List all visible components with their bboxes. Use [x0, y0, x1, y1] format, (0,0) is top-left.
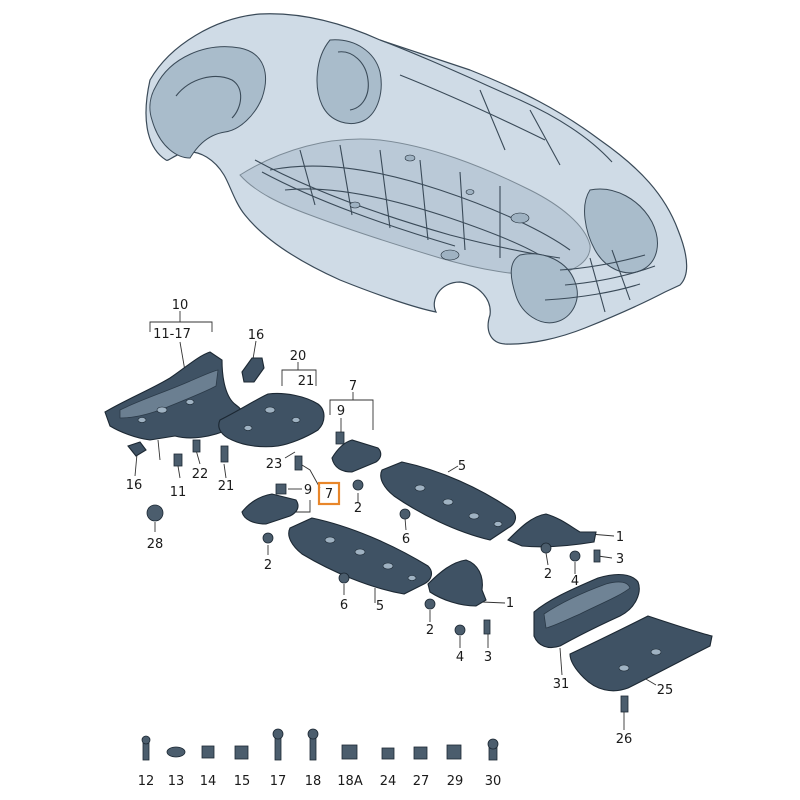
fastener-27-icon[interactable]: [413, 746, 428, 760]
callout-2-a[interactable]: 2: [264, 558, 272, 573]
fastener-15-icon[interactable]: [234, 745, 249, 760]
fastener-13-icon[interactable]: [166, 746, 186, 758]
callout-6-a[interactable]: 6: [402, 532, 410, 547]
engine-undertray-10[interactable]: [104, 351, 244, 441]
fastener-label-27[interactable]: 27: [413, 774, 430, 789]
fastener-label-13[interactable]: 13: [168, 774, 185, 789]
callout-2-c[interactable]: 2: [544, 567, 552, 582]
callout-25[interactable]: 25: [657, 683, 674, 698]
fastener-18a-icon[interactable]: [341, 744, 358, 760]
fastener-row: [141, 728, 499, 761]
callout-6-b[interactable]: 6: [340, 598, 348, 613]
callout-7-lower-highlighted[interactable]: 7: [325, 487, 333, 502]
car-body-underside: [145, 13, 688, 345]
fastener-row-labels: 12 13 14 15 17 18 18A 24 27 29 30: [138, 774, 502, 789]
fastener-label-12[interactable]: 12: [138, 774, 155, 789]
fastener-label-18a[interactable]: 18A: [337, 774, 363, 789]
undertray-20[interactable]: [218, 392, 325, 448]
callout-11-17[interactable]: 11-17: [153, 327, 191, 342]
fastener-label-15[interactable]: 15: [234, 774, 251, 789]
fastener-label-18[interactable]: 18: [305, 774, 322, 789]
bracket-7-upper[interactable]: [331, 431, 382, 473]
callout-21-upper[interactable]: 21: [298, 374, 315, 389]
callout-3-b[interactable]: 3: [484, 650, 492, 665]
fastener-29-icon[interactable]: [446, 744, 462, 760]
callout-7-upper[interactable]: 7: [349, 379, 357, 394]
fastener-label-17[interactable]: 17: [270, 774, 287, 789]
fastener-label-30[interactable]: 30: [485, 774, 502, 789]
callout-20[interactable]: 20: [290, 349, 307, 364]
callout-9-lower[interactable]: 9: [304, 483, 312, 498]
callout-5-lower[interactable]: 5: [376, 599, 384, 614]
callout-labels: 10 11-17 16 20 21 7 9 23 16 11 22 21 28 …: [126, 298, 674, 747]
callout-10[interactable]: 10: [172, 298, 189, 313]
fastener-24-icon[interactable]: [381, 747, 395, 760]
callout-28[interactable]: 28: [147, 537, 164, 552]
callout-16-upper[interactable]: 16: [248, 328, 265, 343]
callout-2-d[interactable]: 2: [426, 623, 434, 638]
rear-undertray-25[interactable]: [569, 615, 713, 692]
deflector-1-upper[interactable]: [507, 513, 597, 548]
bracket-7-lower[interactable]: [241, 483, 299, 525]
bracket-16-upper[interactable]: [241, 357, 265, 383]
underbody-panel-5-lower[interactable]: [288, 517, 433, 595]
callout-1-lower[interactable]: 1: [506, 596, 514, 611]
callout-4-b[interactable]: 4: [456, 650, 464, 665]
fastener-label-29[interactable]: 29: [447, 774, 464, 789]
fastener-label-14[interactable]: 14: [200, 774, 217, 789]
callout-21-lower[interactable]: 21: [218, 479, 235, 494]
fastener-14-icon[interactable]: [201, 745, 215, 759]
callout-26[interactable]: 26: [616, 732, 633, 747]
callout-2-b[interactable]: 2: [354, 501, 362, 516]
heat-shield-31[interactable]: [533, 573, 640, 649]
callout-5-upper[interactable]: 5: [458, 459, 466, 474]
callout-11[interactable]: 11: [170, 485, 187, 500]
callout-9-upper[interactable]: 9: [337, 404, 345, 419]
callout-23[interactable]: 23: [266, 457, 283, 472]
fastener-label-24[interactable]: 24: [380, 774, 397, 789]
callout-1-upper[interactable]: 1: [616, 530, 624, 545]
callout-4-a[interactable]: 4: [571, 574, 579, 589]
underbody-panel-5-upper[interactable]: [380, 461, 517, 541]
deflector-1-lower[interactable]: [427, 559, 487, 607]
highlight-box-7: [317, 481, 341, 506]
callout-3-a[interactable]: 3: [616, 552, 624, 567]
clip-16-lower[interactable]: [127, 441, 147, 457]
callout-16-lower[interactable]: 16: [126, 478, 143, 493]
loose-fasteners: [146, 439, 629, 713]
callout-31[interactable]: 31: [553, 677, 570, 692]
callout-22[interactable]: 22: [192, 467, 209, 482]
